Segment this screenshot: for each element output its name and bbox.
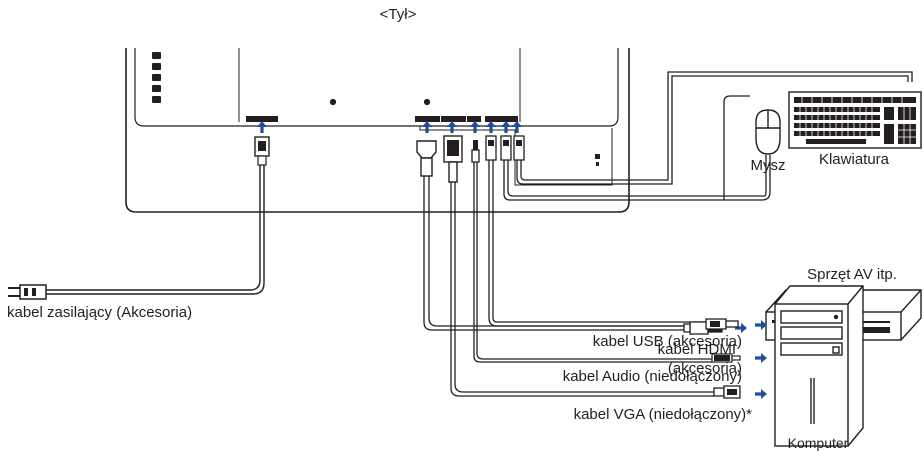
arrow-right-icon <box>755 389 767 399</box>
arrow-right-icon <box>755 353 767 363</box>
computer-tower-icon <box>774 285 864 447</box>
buttons-icon <box>152 52 161 103</box>
arrow-right-icon <box>755 320 767 330</box>
page-title: <Tył> <box>379 6 417 23</box>
audio-port-icon <box>467 116 481 163</box>
power-port-icon <box>246 116 278 166</box>
av-device-label: Sprzęt AV itp. <box>807 266 897 283</box>
power-cable-label: kabel zasilający (Akcesoria) <box>7 304 193 321</box>
lock-slot-icon <box>595 154 600 166</box>
computer-label: Komputer <box>787 435 849 451</box>
vga-plug-icon <box>713 385 741 399</box>
usb-port-icon <box>485 116 525 161</box>
audio-cable-label: kabel Audio (niedołączony) <box>562 368 742 385</box>
monitor-back <box>125 48 630 213</box>
keyboard-label: Klawiatura <box>818 151 890 168</box>
mouse-label: Mysz <box>750 157 786 174</box>
hdmi-port-icon <box>415 116 440 177</box>
usb-cable-label: kabel USB (akcesoria) <box>592 333 742 350</box>
hdmi-cable-label-line2: (akcesoria) <box>667 360 742 377</box>
audio-plug-icon <box>711 353 741 363</box>
power-plug-icon <box>8 284 47 300</box>
usb-plug-icon <box>705 318 739 330</box>
vga-cable-label: kabel VGA (niedołączony)* <box>573 406 752 423</box>
vga-port-icon <box>441 116 466 183</box>
hdmi-cable-label-line1: kabel HDMI <box>657 341 736 358</box>
keyboard-icon <box>788 91 922 149</box>
power-cable <box>44 165 265 295</box>
cable-routes <box>423 71 913 397</box>
mouse-icon <box>755 109 781 155</box>
